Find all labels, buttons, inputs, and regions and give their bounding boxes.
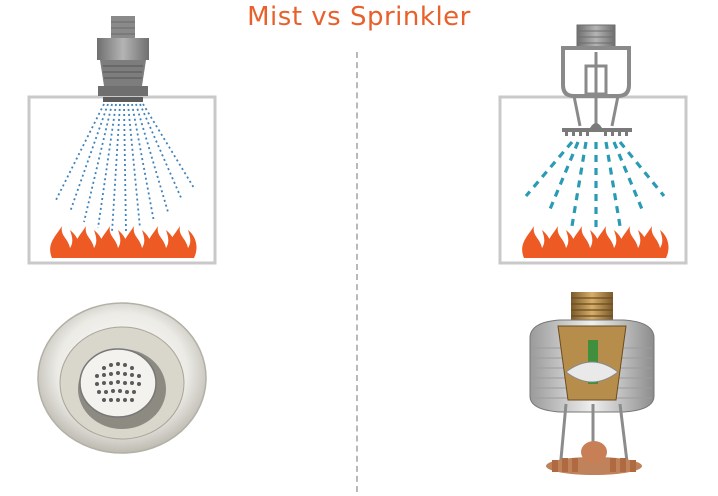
- mist-flames: [50, 226, 196, 258]
- mist-nozzle-photo: [38, 303, 206, 453]
- sprinkler-spray: [526, 142, 664, 230]
- sprinkler-head-photo: [530, 292, 654, 475]
- mist-spray: [56, 104, 194, 232]
- sprinkler-flames: [522, 226, 668, 258]
- mist-diagram: [29, 16, 215, 453]
- mist-nozzle-icon: [97, 16, 149, 102]
- sprinkler-diagram: [500, 25, 686, 475]
- sprinkler-head-icon: [562, 25, 632, 136]
